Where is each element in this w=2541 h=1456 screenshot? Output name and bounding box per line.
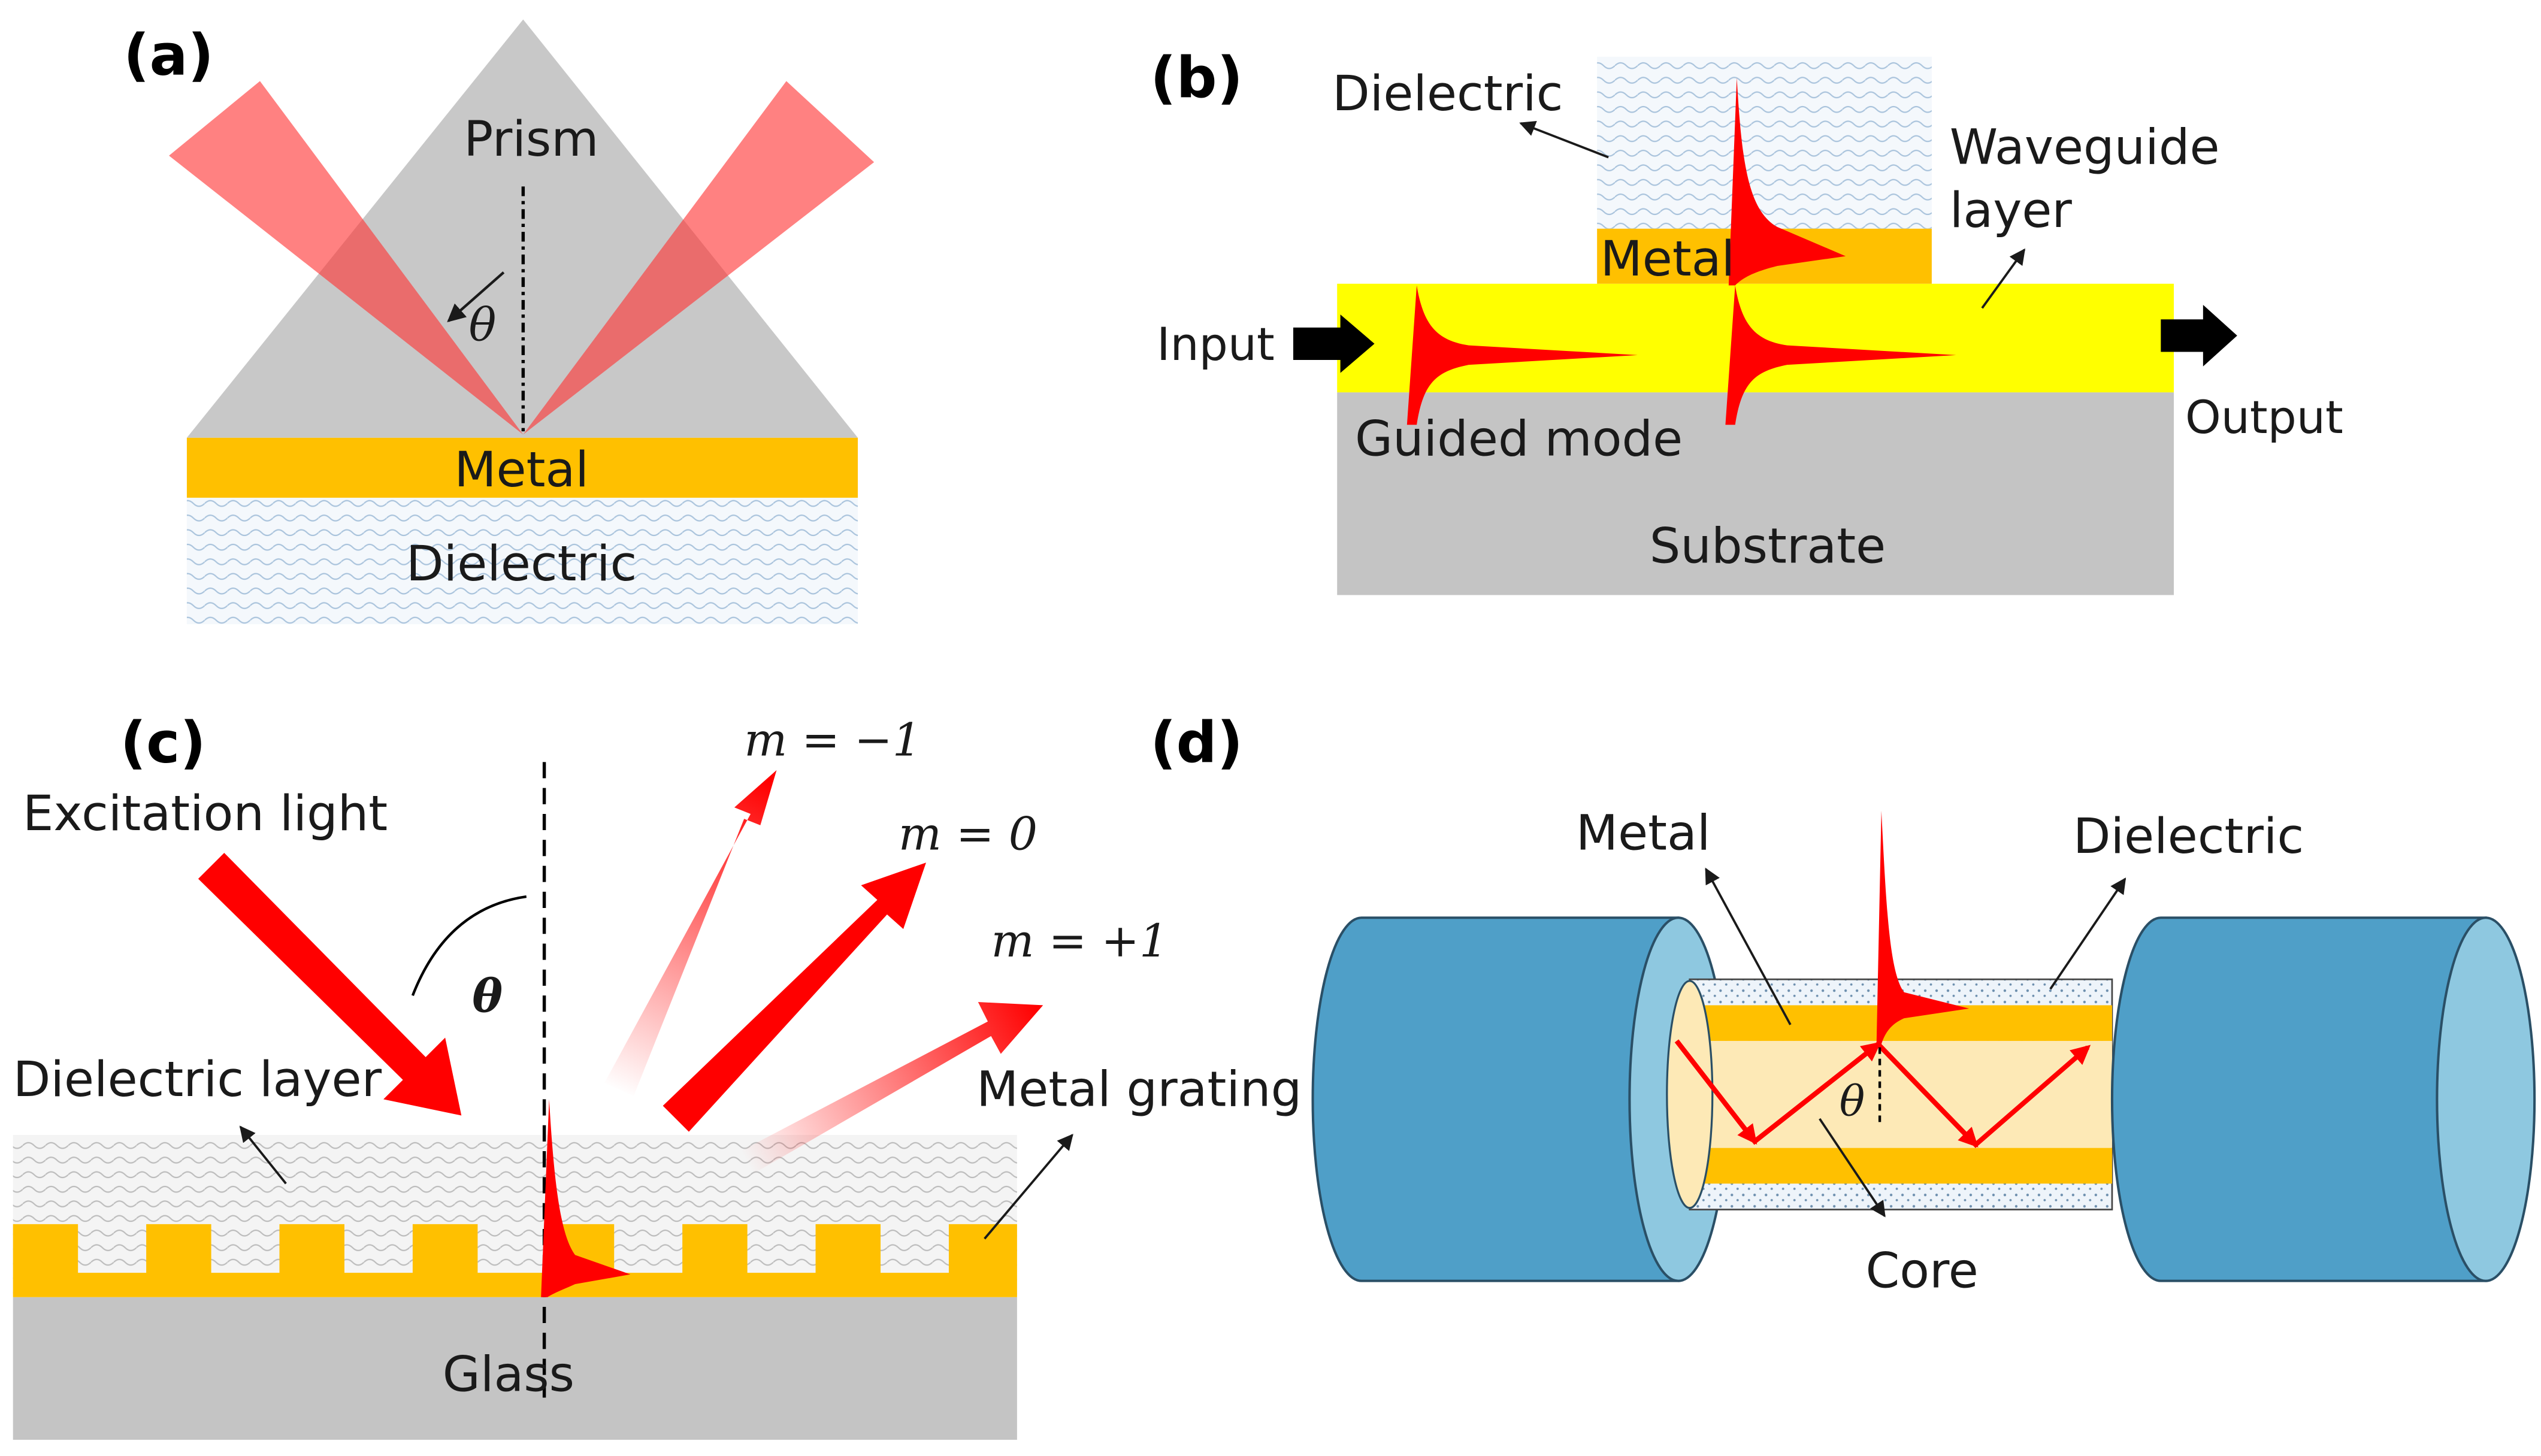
excitation-arrow <box>198 852 462 1116</box>
angle-arrow <box>447 271 505 323</box>
metal-film <box>186 437 858 498</box>
order-0-label: m = 0 <box>899 808 1037 861</box>
dielectric-label-a: Dielectric <box>406 536 637 592</box>
diffracted-order-plus1 <box>734 1002 1043 1177</box>
dielectric-region <box>186 498 858 625</box>
reflected-beam <box>523 81 875 435</box>
guided-mode-profile-1 <box>1406 285 1638 425</box>
substrate-label: Substrate <box>1650 518 1886 574</box>
dielectric-pointer-b <box>1519 121 1609 159</box>
waveguide-pointer <box>1981 248 2026 309</box>
diffracted-order-0 <box>663 862 926 1132</box>
core-pointer <box>1819 1118 1886 1218</box>
input-arrow <box>1293 314 1375 373</box>
fiber-core <box>1689 1040 2112 1148</box>
field-profile-c <box>541 1099 631 1297</box>
waveguide-label-line2: layer <box>1950 183 2073 239</box>
right-fiber-body <box>2110 916 2487 1282</box>
output-arrow <box>2161 304 2237 367</box>
metal-grating <box>13 1224 1017 1297</box>
theta-label-d: θ <box>1840 1077 1865 1126</box>
substrate-block <box>1337 392 2174 595</box>
angle-arc-c <box>411 895 527 996</box>
glass-substrate <box>13 1297 1017 1440</box>
panel-d-tag: (d) <box>1150 710 1243 776</box>
dielectric-layer-label: Dielectric layer <box>13 1052 382 1108</box>
incident-beam <box>169 81 524 435</box>
prism-shape <box>186 19 858 438</box>
dielectric-pointer-c <box>239 1125 287 1185</box>
ray-arrow-3 <box>1876 1042 1979 1148</box>
plasmon-mode-profile <box>1728 77 1846 286</box>
dielectric-label-b: Dielectric <box>1332 66 1563 122</box>
panel-b-tag: (b) <box>1150 46 1243 111</box>
dielectric-label-d: Dielectric <box>2073 809 2304 865</box>
metal-pointer-d <box>1705 867 1792 1025</box>
metal-grating-label: Metal grating <box>976 1061 1302 1118</box>
input-label: Input <box>1157 318 1275 371</box>
panel-a-tag: (a) <box>123 23 214 89</box>
excitation-label: Excitation light <box>23 786 388 842</box>
waveguide-label-line1: Waveguide <box>1950 119 2220 175</box>
right-fiber-face <box>2436 916 2536 1282</box>
output-label: Output <box>2185 391 2343 444</box>
ray-arrow-2 <box>1753 1042 1881 1144</box>
panel-d: (d) Metal Dielectric θ Core <box>1150 710 2536 1300</box>
guided-mode-label: Guided mode <box>1355 411 1683 468</box>
metal-layer-bottom <box>1689 1148 2112 1184</box>
order-minus1-label: m = −1 <box>744 714 921 767</box>
guided-mode-profile-2 <box>1725 285 1956 425</box>
metal-label-d: Metal <box>1576 806 1711 862</box>
dielectric-cladding <box>1597 56 1932 229</box>
theta-label-c: θ <box>472 969 503 1022</box>
panel-c: (c) Excitation light θ Dielectric layer … <box>13 710 1302 1440</box>
panel-b: (b) Dielectric Waveguide layer Metal Inp… <box>1150 46 2343 595</box>
grating-pointer <box>984 1133 1073 1240</box>
middle-left-end <box>1666 980 1714 1209</box>
metal-label-b: Metal <box>1601 231 1735 287</box>
prism-label: Prism <box>464 111 598 168</box>
panel-a: (a) Prism θ Metal Dielectric <box>123 19 875 625</box>
theta-label-a: θ <box>469 299 497 352</box>
glass-label: Glass <box>443 1347 574 1403</box>
panel-c-tag: (c) <box>120 710 206 776</box>
left-fiber-body <box>1311 916 1680 1282</box>
core-label: Core <box>1865 1243 1978 1300</box>
field-profile-d <box>1876 810 1970 1045</box>
order-plus1-label: m = +1 <box>991 915 1168 967</box>
diffracted-order-minus1 <box>604 770 777 1097</box>
ray-arrow-1 <box>1674 1039 1757 1145</box>
metal-label-a: Metal <box>454 442 589 498</box>
dielectric-pointer-d <box>2049 877 2126 990</box>
